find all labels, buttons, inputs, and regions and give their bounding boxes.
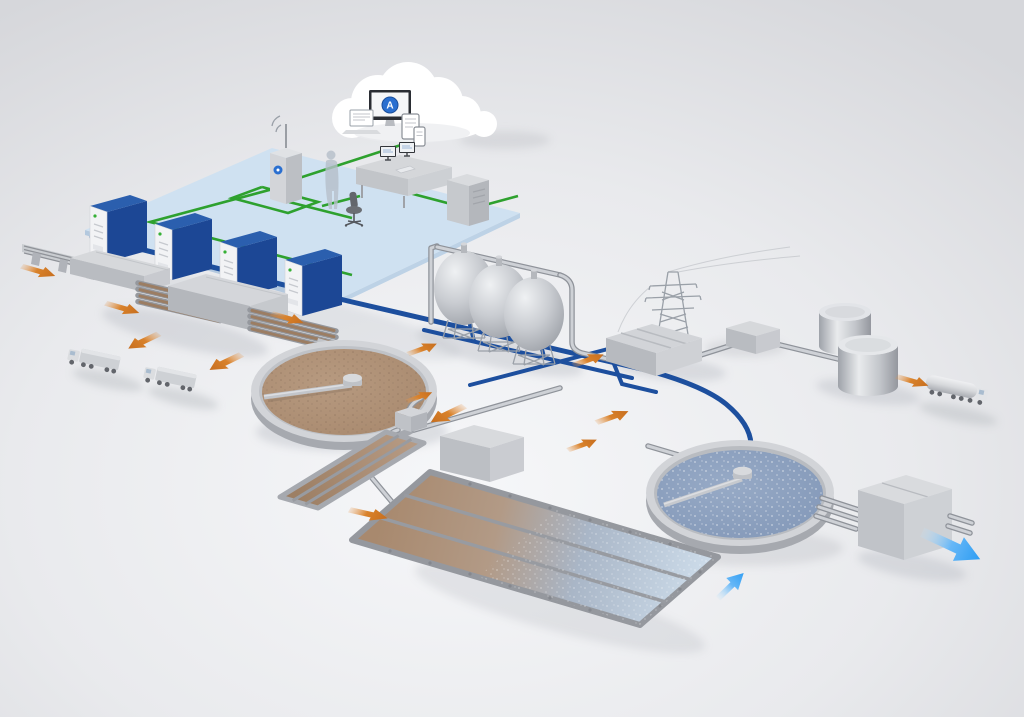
- network-antenna-desk: [288, 200, 353, 220]
- operator-person: [325, 150, 339, 209]
- telemetry-cabinet: [270, 115, 302, 204]
- aeration-bubbles: [478, 509, 718, 625]
- network-bus-left: [144, 184, 353, 277]
- effluent-pipes-in: [813, 495, 865, 532]
- desk-monitor-1: [380, 146, 396, 161]
- cloud-platform: A: [332, 62, 497, 147]
- chp-building: [606, 324, 702, 376]
- laptop: [342, 109, 381, 134]
- secondary-scraper-arm: [663, 476, 743, 508]
- brand-logo-letter: A: [386, 101, 393, 112]
- effluent-pipes-out: [945, 513, 975, 536]
- scraper-arm-shadow: [267, 387, 353, 403]
- clarifier-inflow-arrow: [716, 572, 744, 601]
- inlet-works: [22, 244, 339, 393]
- outfall: [813, 475, 981, 561]
- office-chair: [344, 191, 364, 227]
- aeration-basin: [349, 469, 721, 628]
- plc-cabinet-4: [284, 248, 343, 317]
- digester-top-ports: [460, 242, 538, 279]
- radio-waves-icon: [271, 115, 282, 133]
- tanker-truck: [925, 375, 989, 405]
- brand-logo-icon: [381, 96, 399, 114]
- server-cabinet: [447, 174, 489, 226]
- keyboard: [395, 165, 416, 174]
- primary-scraper-arm: [263, 382, 353, 400]
- basin-flange-bolts: [388, 482, 702, 612]
- pump-station: [395, 407, 427, 432]
- effluent-arrow: [920, 527, 981, 561]
- blower-building: [440, 425, 524, 482]
- smartphone: [413, 126, 426, 147]
- digester-3: [504, 277, 564, 351]
- desk-monitor-2: [399, 142, 415, 157]
- primary-center-hub: [343, 373, 362, 386]
- gas-building: [726, 321, 780, 354]
- operator-desk: [356, 142, 452, 208]
- screen-building-1: [70, 250, 170, 292]
- power-pylon: [617, 246, 801, 348]
- secondary-center-hub: [733, 466, 752, 479]
- gas-storage-tanks: [819, 303, 898, 396]
- control-room: [270, 115, 489, 227]
- secondary-clarifier: [645, 440, 834, 554]
- outfall-building: [858, 475, 952, 560]
- digester-legs-3: [512, 345, 556, 366]
- gas-tank-2: [838, 335, 898, 396]
- scada-monitor: A: [369, 90, 411, 126]
- grit-basin: [277, 429, 427, 511]
- primary-clarifier: [251, 340, 437, 450]
- platform-edge-right: [333, 213, 520, 307]
- grit-basin-dividers: [291, 434, 413, 506]
